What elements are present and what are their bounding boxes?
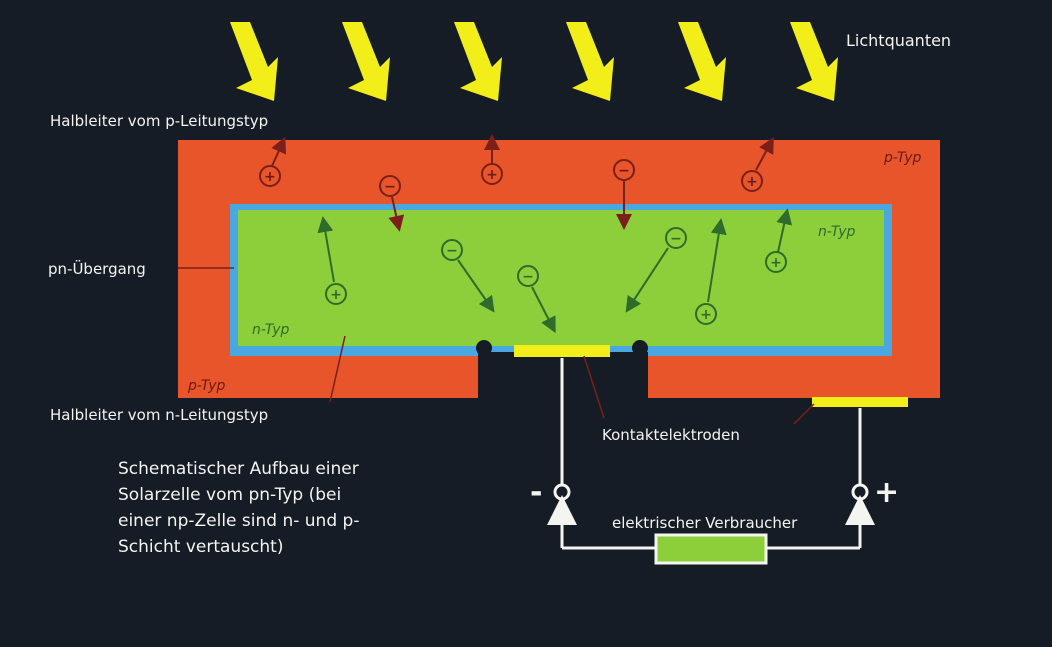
leader-contact-back	[793, 403, 815, 425]
electron-sign: −	[618, 163, 630, 179]
hole-sign: +	[264, 169, 276, 185]
label-p-type-top-right: p-Typ	[883, 150, 922, 166]
hole-carrier	[481, 163, 503, 185]
caption-line-2: Solarzelle vom pn-Typ (bei	[118, 485, 341, 505]
caption-line-3: einer np-Zelle sind n- und p-	[118, 511, 359, 531]
electron-sign: −	[522, 269, 534, 285]
photon-arrow-5	[678, 22, 726, 101]
electron-carrier	[441, 239, 463, 261]
caption-line-1: Schematischer Aufbau einer	[118, 459, 359, 479]
photon-arrow-4	[566, 22, 614, 101]
electron-sign: −	[670, 231, 682, 247]
electron-carrier	[517, 265, 539, 287]
electron-sign: −	[446, 243, 458, 259]
external-circuit	[547, 358, 875, 565]
hole-carrier	[325, 283, 347, 305]
label-n-type-left: n-Typ	[252, 322, 290, 338]
minus-terminal-label: -	[530, 475, 542, 510]
photon-arrow-1	[230, 22, 278, 101]
label-contact-electrodes: Kontaktelektroden	[602, 426, 740, 444]
label-consumer: elektrischer Verbraucher	[612, 514, 798, 532]
hole-sign: +	[330, 287, 342, 303]
hole-sign: +	[746, 174, 758, 190]
photon-arrow-6	[790, 22, 838, 101]
photon-arrow-3	[454, 22, 502, 101]
label-p-semiconductor: Halbleiter vom p-Leitungstyp	[50, 112, 268, 130]
front-electrode	[514, 345, 610, 357]
hole-carrier	[741, 170, 763, 192]
hole-carrier	[695, 303, 717, 325]
caption: Schematischer Aufbau einer Solarzelle vo…	[118, 459, 359, 557]
electron-sign: −	[384, 179, 396, 195]
load-resistor	[654, 533, 768, 565]
n-layer-carriers: + − − − + +	[317, 208, 793, 334]
p-layer-carriers: + + + − −	[259, 134, 774, 232]
hole-carrier	[259, 165, 281, 187]
photon-arrow-2	[342, 22, 390, 101]
plus-terminal-label: +	[874, 475, 899, 510]
hole-sign: +	[486, 167, 498, 183]
label-p-type-bottom-left: p-Typ	[187, 378, 226, 394]
minus-terminal-node	[553, 483, 571, 501]
caption-line-4: Schicht vertauscht)	[118, 537, 283, 557]
label-n-semiconductor: Halbleiter vom n-Leitungstyp	[50, 406, 268, 424]
electron-carrier	[379, 175, 401, 197]
hole-sign: +	[700, 307, 712, 323]
leader-contact-front	[583, 355, 605, 419]
plus-terminal-node	[851, 483, 869, 501]
n-layer	[238, 210, 884, 346]
photon-arrows	[230, 22, 838, 101]
hole-carrier	[765, 251, 787, 273]
label-pn-junction: pn-Übergang	[48, 259, 146, 278]
electron-carrier	[665, 227, 687, 249]
label-n-type-right: n-Typ	[818, 224, 856, 240]
label-photons: Lichtquanten	[846, 31, 951, 50]
leader-n-semiconductor	[329, 335, 346, 403]
electron-carrier	[613, 159, 635, 181]
hole-sign: +	[770, 255, 782, 271]
back-electrode	[812, 397, 908, 407]
